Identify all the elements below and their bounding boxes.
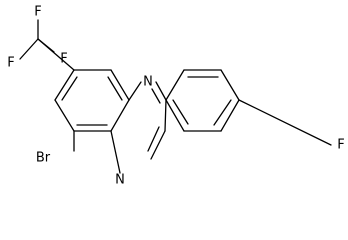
bromine-label: Br — [36, 151, 51, 166]
benzo-ring — [54, 69, 130, 152]
molecule-structure-diagram: F F F N N Br F — [7, 5, 344, 188]
bond-c-f-left — [19, 38, 39, 60]
fluorine-middle-label: F — [60, 52, 67, 67]
bond-aryl-f — [238, 99, 332, 146]
pyrazine-ring — [110, 81, 167, 174]
nitrogen-top-label: N — [143, 75, 153, 90]
bond-cf3-ring — [37, 38, 75, 71]
bond-c6-c7 — [54, 69, 75, 101]
bond-aryl-5 — [165, 69, 185, 101]
bond-n1-c2 — [155, 81, 167, 101]
bond-n1-c2-double — [151, 88, 161, 104]
bond-n4-c4a — [110, 130, 121, 174]
nitrogen-bottom-label: N — [115, 173, 125, 188]
bond-c8a-c4a — [110, 99, 130, 132]
fluorine-para-label: F — [337, 138, 344, 153]
bond-c3-n4-double — [147, 126, 160, 152]
bond-c8-c8a-double — [107, 76, 123, 101]
bond-aryl-2 — [220, 99, 240, 132]
bond-c8a-n1 — [128, 81, 142, 101]
fluorophenyl-ring — [165, 69, 332, 146]
bond-aryl-double-3 — [172, 99, 189, 125]
bond-c2-c3 — [164, 99, 167, 132]
bond-c5-c6 — [54, 99, 75, 132]
bond-aryl-3 — [220, 69, 240, 101]
trifluoromethyl-group — [19, 19, 75, 71]
fluorine-left-label: F — [7, 56, 14, 71]
bond-c8-c8a — [110, 69, 130, 101]
bond-c2-aryl — [165, 99, 185, 132]
bond-aryl-double-1 — [213, 99, 232, 126]
bond-c6-c7-double — [61, 76, 78, 101]
bond-c3-n4 — [150, 130, 166, 160]
fluorine-top-label: F — [34, 5, 41, 20]
